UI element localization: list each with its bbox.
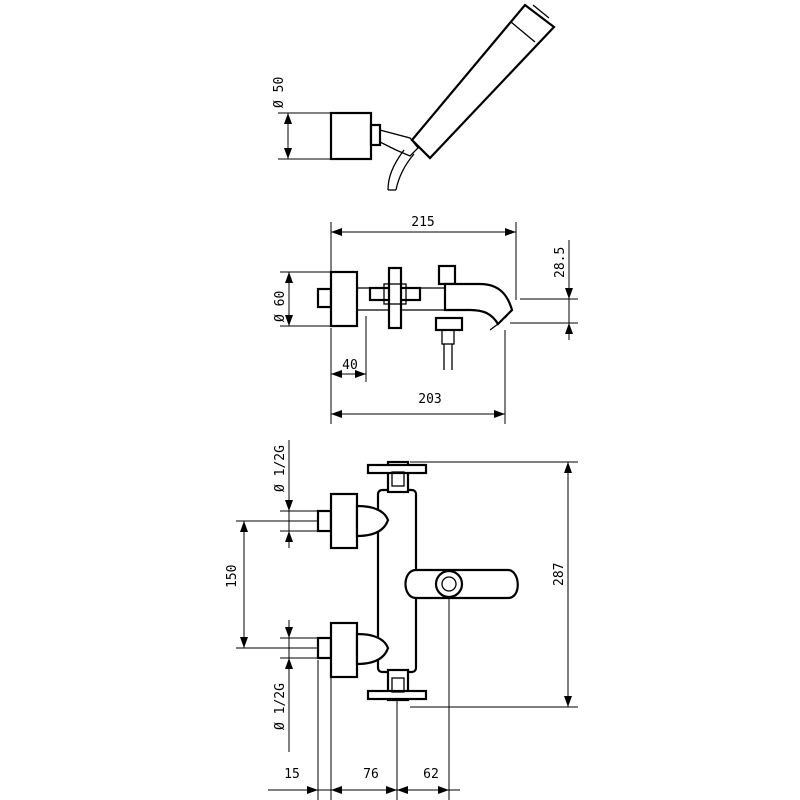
arrow-287-bottom bbox=[564, 696, 572, 707]
arrow-150-bottom bbox=[240, 637, 248, 648]
arrow-215-left bbox=[331, 228, 342, 236]
wall-holder bbox=[329, 111, 373, 161]
arrow-62-right bbox=[438, 786, 449, 794]
top-view: 215 28.5 Ø 60 40 203 bbox=[273, 215, 578, 424]
shower-view: Ø 50 bbox=[272, 3, 556, 191]
arrow-40-left bbox=[331, 370, 342, 378]
arrow-62-left bbox=[397, 786, 408, 794]
arrow-28-5-bottom bbox=[565, 323, 573, 334]
cross-handle-stem bbox=[387, 266, 403, 330]
upper-inlet-cover bbox=[355, 504, 390, 538]
spout-outlet-ring bbox=[434, 569, 464, 599]
cross-handle-hub bbox=[383, 283, 407, 305]
arrow-287-top bbox=[564, 462, 572, 473]
diverter-knob bbox=[437, 264, 457, 286]
upper-inlet-body bbox=[329, 492, 359, 550]
inlet-body bbox=[329, 270, 359, 328]
spout-tip bbox=[489, 309, 513, 331]
label-offset-62: 62 bbox=[423, 767, 439, 782]
label-shower-diameter: Ø 50 bbox=[272, 77, 287, 108]
arrow-d50-top bbox=[284, 113, 292, 124]
holder-connector bbox=[369, 123, 382, 147]
front-view: Ø 1/2G Ø 1/2G 150 287 15 76 bbox=[225, 440, 578, 800]
arrow-thread-top-b bbox=[285, 531, 293, 542]
label-spout-height: 28.5 bbox=[553, 247, 568, 278]
label-overall-width-top: 215 bbox=[411, 215, 434, 230]
arrow-40-right bbox=[355, 370, 366, 378]
arrow-d60-top bbox=[285, 272, 293, 283]
upper-inlet-nut bbox=[316, 509, 333, 533]
lower-inlet-nut bbox=[316, 636, 333, 660]
shower-outlet bbox=[434, 316, 464, 332]
spout-outlet-hole bbox=[441, 576, 457, 592]
shower-handle bbox=[410, 3, 556, 160]
hose-inner bbox=[395, 153, 415, 191]
label-overall-height: 287 bbox=[552, 563, 567, 586]
holder-arm bbox=[379, 129, 419, 157]
lower-inlet-cover bbox=[355, 632, 390, 666]
arrow-thread-top-a bbox=[285, 500, 293, 511]
shower-outlet-nipple bbox=[441, 329, 455, 345]
arrow-thread-bottom-b bbox=[285, 658, 293, 669]
handle-groove-2 bbox=[532, 4, 550, 19]
top-handle-hub bbox=[391, 471, 405, 487]
top-handle-bar bbox=[366, 463, 428, 475]
lower-inlet-body bbox=[329, 621, 359, 679]
label-offset-15: 15 bbox=[284, 767, 300, 782]
inlet-nut bbox=[316, 287, 333, 309]
label-inlet-offset: 40 bbox=[342, 358, 358, 373]
bottom-handle-bar bbox=[366, 689, 428, 701]
label-thread-top: Ø 1/2G bbox=[273, 445, 288, 492]
bottom-handle-hub bbox=[391, 677, 405, 693]
arrow-thread-bottom-a bbox=[285, 627, 293, 638]
label-inlet-spacing: 150 bbox=[225, 565, 240, 588]
label-inlet-diameter: Ø 60 bbox=[273, 291, 288, 322]
arrow-d60-bottom bbox=[285, 315, 293, 326]
handle-groove-1 bbox=[510, 21, 536, 43]
arrow-215-right bbox=[505, 228, 516, 236]
arrow-28-5-top bbox=[565, 288, 573, 299]
arrow-203-left bbox=[331, 410, 342, 418]
label-offset-76: 76 bbox=[363, 767, 379, 782]
arrow-d50-bottom bbox=[284, 148, 292, 159]
hose-outer bbox=[387, 149, 405, 191]
label-thread-bottom: Ø 1/2G bbox=[273, 683, 288, 730]
arrow-15 bbox=[307, 786, 318, 794]
arrow-150-top bbox=[240, 521, 248, 532]
label-spout-reach: 203 bbox=[418, 392, 441, 407]
arrow-203-right bbox=[494, 410, 505, 418]
arrow-76-right bbox=[386, 786, 397, 794]
arrow-76-left bbox=[331, 786, 342, 794]
